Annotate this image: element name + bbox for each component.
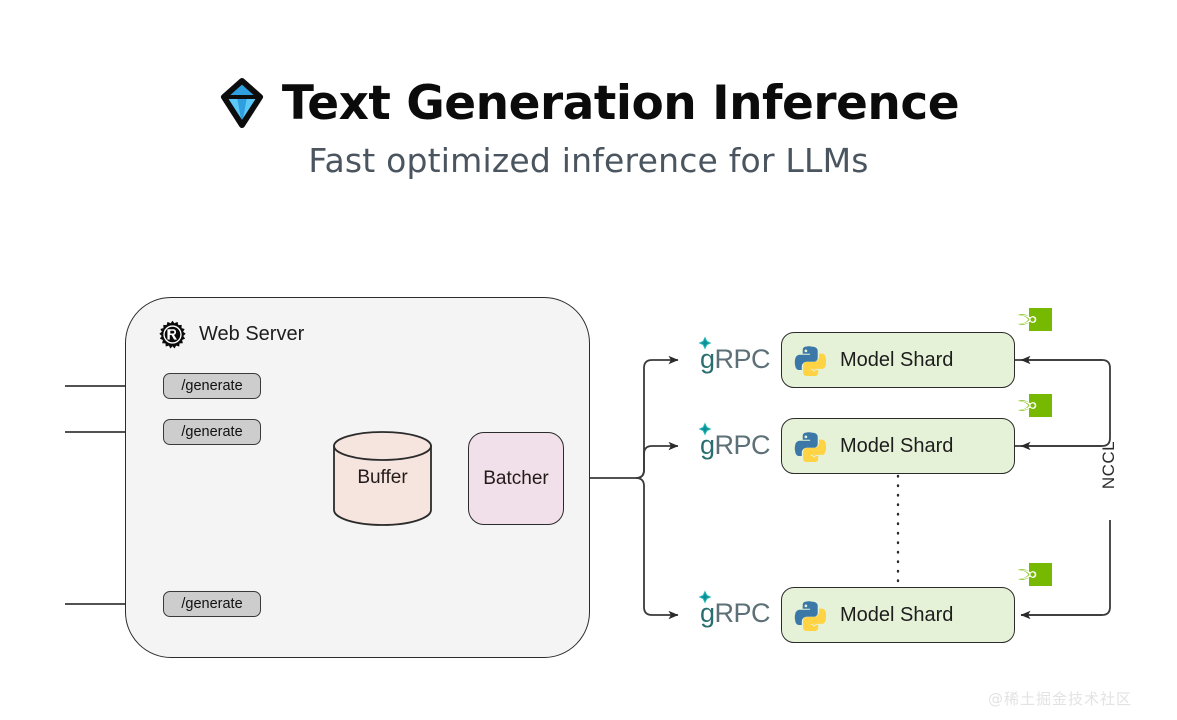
web-server-label: Web Server xyxy=(199,323,305,345)
grpc-letters-rpc: RPC xyxy=(714,598,771,628)
grpc-label-1: g RPC xyxy=(698,336,771,375)
grpc-sparkle-icon xyxy=(698,422,712,436)
page-title: Text Generation Inference xyxy=(281,75,960,131)
grpc-letters-rpc: RPC xyxy=(714,430,771,460)
nvidia-logo-icon xyxy=(1012,308,1052,339)
rust-logo-icon xyxy=(158,320,187,349)
grpc-letters-rpc: RPC xyxy=(714,344,771,374)
grpc-label-2: g RPC xyxy=(698,422,771,461)
page-subtitle: Fast optimized inference for LLMs xyxy=(308,141,869,180)
model-shard-1: Model Shard xyxy=(781,332,1015,388)
model-shard-label: Model Shard xyxy=(840,434,954,457)
tgi-diamond-icon xyxy=(218,78,266,128)
nvidia-logo-icon xyxy=(1012,563,1052,594)
buffer-label: Buffer xyxy=(357,467,408,488)
buffer-node: Buffer xyxy=(332,430,433,526)
grpc-label-3: g RPC xyxy=(698,590,771,629)
python-logo-icon xyxy=(794,430,826,462)
page-header: Text Generation Inference Fast optimized… xyxy=(0,0,1177,177)
web-server-header: Web Server xyxy=(158,320,304,349)
watermark: @稀土掘金技术社区 xyxy=(988,690,1133,708)
grpc-sparkle-icon xyxy=(698,590,712,604)
nvidia-logo-icon xyxy=(1012,394,1052,425)
nccl-interconnect-label: NCCL xyxy=(1099,440,1119,490)
model-shard-3: Model Shard xyxy=(781,587,1015,643)
title-row: Text Generation Inference xyxy=(0,78,1177,128)
model-shard-label: Model Shard xyxy=(840,348,954,371)
grpc-letter-g: g xyxy=(700,430,715,460)
grpc-letter-g: g xyxy=(700,598,715,628)
batcher-node: Batcher xyxy=(468,432,564,525)
python-logo-icon xyxy=(794,344,826,376)
endpoint-generate-2[interactable]: /generate xyxy=(163,419,261,445)
grpc-letter-g: g xyxy=(700,344,715,374)
grpc-sparkle-icon xyxy=(698,336,712,350)
python-logo-icon xyxy=(794,599,826,631)
model-shard-label: Model Shard xyxy=(840,603,954,626)
model-shard-2: Model Shard xyxy=(781,418,1015,474)
endpoint-generate-3[interactable]: /generate xyxy=(163,591,261,617)
endpoint-generate-1[interactable]: /generate xyxy=(163,373,261,399)
